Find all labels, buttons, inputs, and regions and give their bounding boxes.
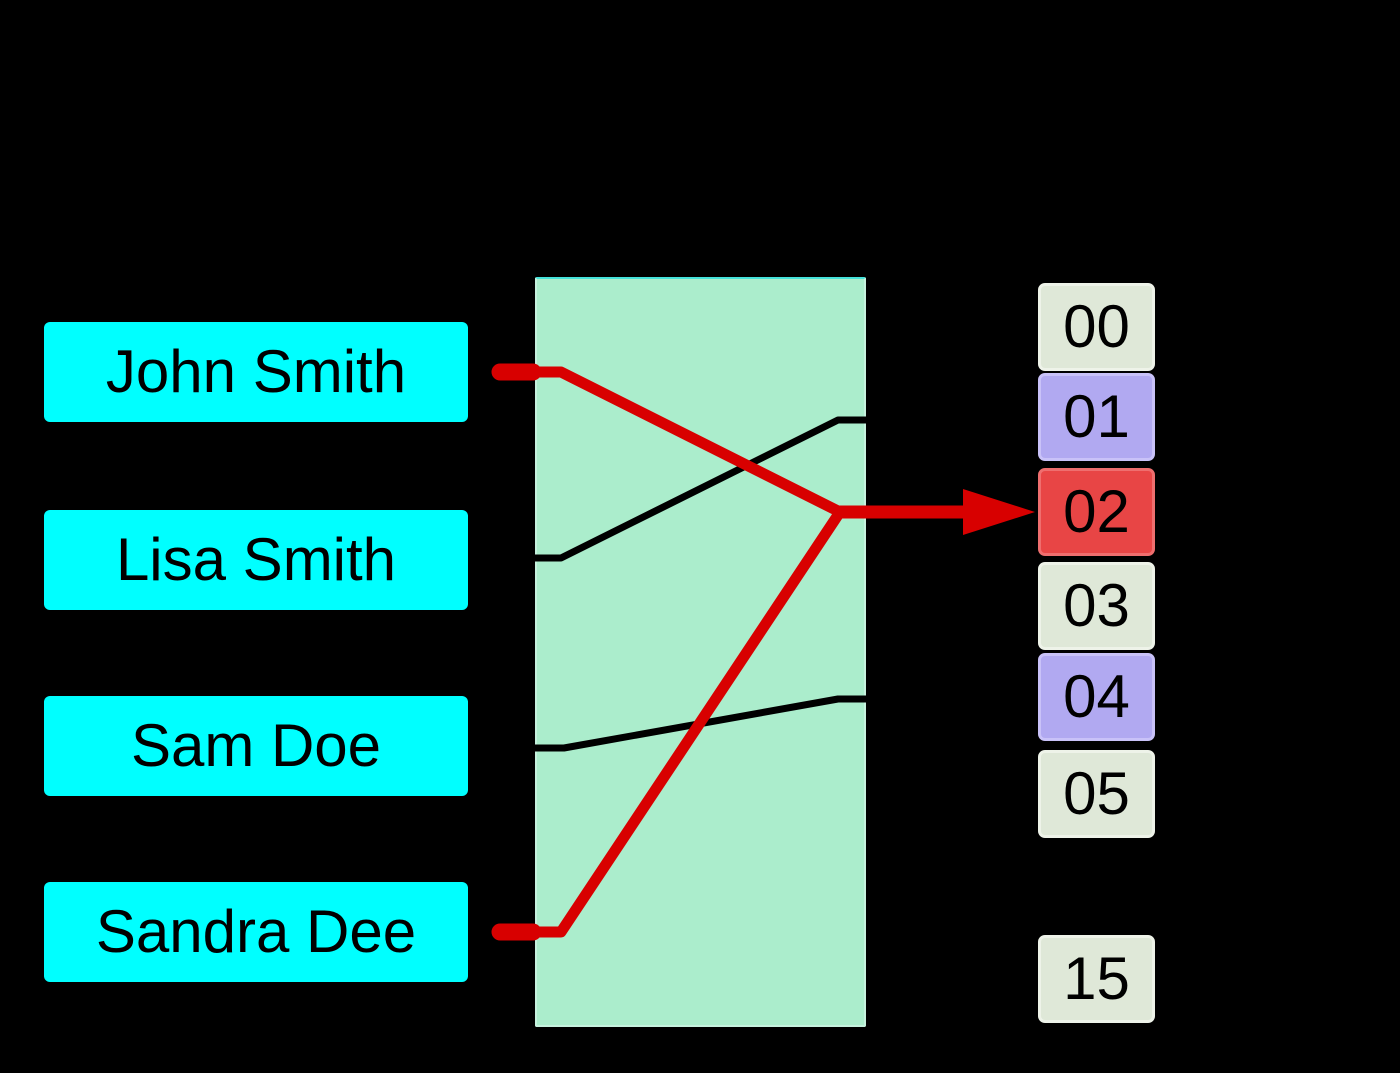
collision-arrow-head-icon [963,489,1035,535]
bucket-label-04: 04 [1063,663,1130,730]
bucket-label-00: 00 [1063,293,1130,360]
key-box-lisa-smith: Lisa Smith [44,510,468,610]
bucket-label-05: 05 [1063,760,1130,827]
bucket-02: 02 [1038,468,1155,556]
bucket-04: 04 [1038,653,1155,741]
key-box-sandra-dee: Sandra Dee [44,882,468,982]
key-label-sandra-dee: Sandra Dee [95,898,417,965]
key-label-sam-doe: Sam Doe [130,712,382,779]
bucket-label-15: 15 [1063,945,1130,1012]
bucket-03: 03 [1038,562,1155,650]
key-label-john-smith: John Smith [105,338,407,405]
key-label-lisa-smith: Lisa Smith [115,526,397,593]
bucket-00: 00 [1038,283,1155,371]
key-box-john-smith: John Smith [44,322,468,422]
key-box-sam-doe: Sam Doe [44,696,468,796]
bucket-label-03: 03 [1063,572,1130,639]
bucket-label-02: 02 [1063,478,1130,545]
bucket-label-01: 01 [1063,383,1130,450]
bucket-05: 05 [1038,750,1155,838]
hash-function-box [535,277,866,1027]
bucket-15: 15 [1038,935,1155,1023]
bucket-01: 01 [1038,373,1155,461]
